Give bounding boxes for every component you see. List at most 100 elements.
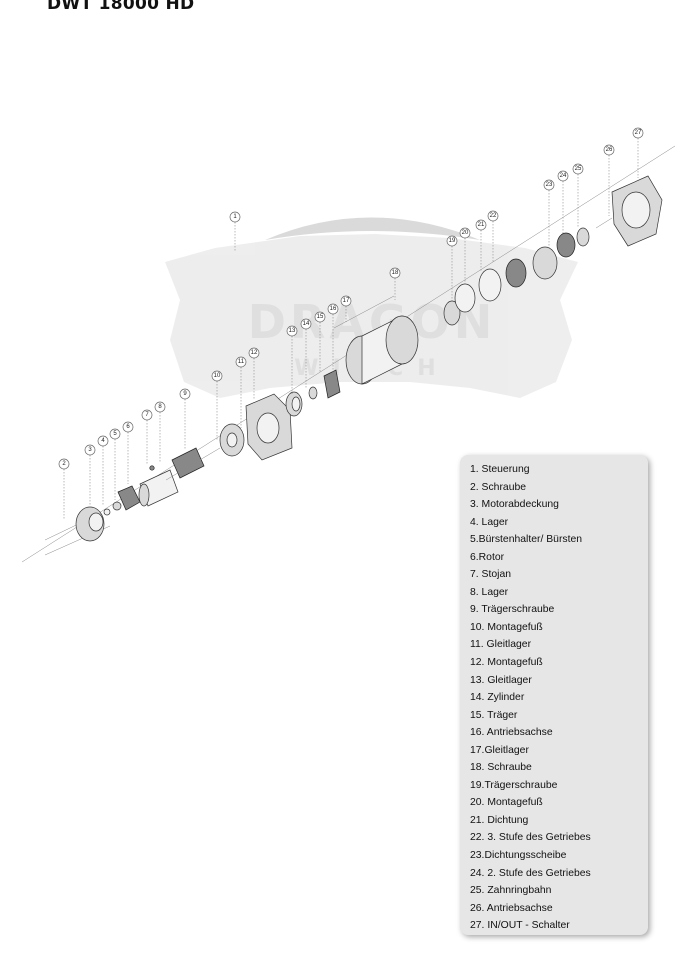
watermark-wing-shape [265,217,480,240]
callout-23: 23 [543,179,555,191]
part-mounting-plate-12 [245,393,293,461]
legend-item-15: 15. Träger [470,709,518,721]
legend-item-12: 12. Montagefuß [470,657,543,669]
part-motor-cover [75,506,105,542]
callout-24: 24 [557,170,569,182]
legend-item-2: 2. Schraube [470,481,527,493]
legend-item-19: 19.Trägerschraube [470,779,558,791]
legend-item-13: 13. Gleitlager [470,674,532,686]
svg-text:23: 23 [546,182,553,188]
callout-11: 11 [235,356,247,368]
callout-26: 26 [603,144,615,156]
legend-item-7: 7. Stojan [470,569,512,581]
svg-text:12: 12 [251,350,258,356]
svg-text:2: 2 [62,461,66,467]
legend-item-5: 5.Bürstenhalter/ Bürsten [470,534,583,546]
part-bearing-8 [149,465,155,471]
part-screw-18 [333,295,395,329]
legend-item-26: 26. Antriebsachse [470,902,553,914]
svg-text:7: 7 [145,412,149,418]
svg-text:21: 21 [478,222,485,228]
svg-text:19: 19 [449,238,456,244]
callout-27: 27 [632,127,644,139]
part-stator [138,469,179,507]
parts-list: 1. Steuerung 2. Schraube 3. Motorabdecku… [460,455,648,935]
page-title: DWT 18000 HD [47,0,195,14]
svg-text:13: 13 [289,328,296,334]
part-mounting-foot-10 [219,423,245,457]
svg-text:18: 18 [392,270,399,276]
legend-item-6: 6.Rotor [470,551,505,563]
watermark-shield-shape [165,234,578,398]
callout-25: 25 [572,163,584,175]
callout-3: 3 [84,444,96,456]
callout-14: 14 [300,318,312,330]
part-mounting-foot-20 [454,283,476,313]
callout-21: 21 [475,219,487,231]
svg-text:27: 27 [635,130,642,136]
legend-item-9: 9. Trägerschraube [470,604,555,616]
svg-text:3: 3 [88,447,92,453]
legend-item-10: 10. Montagefuß [470,621,543,633]
parts-legend: 1. Steuerung 2. Schraube 3. Motorabdecku… [460,455,648,935]
legend-item-24: 24. 2. Stufe des Getriebes [470,867,591,879]
svg-text:6: 6 [126,424,130,430]
svg-text:16: 16 [330,306,337,312]
svg-text:9: 9 [183,391,187,397]
callout-8: 8 [154,401,166,413]
legend-item-11: 11. Gleitlager [470,639,532,651]
callout-2: 2 [58,458,70,470]
callout-20: 20 [459,227,471,239]
callout-12: 12 [248,347,260,359]
legend-item-14: 14. Zylinder [470,692,525,704]
part-rotor [165,447,221,481]
svg-text:5: 5 [113,431,117,437]
part-cylinder-14 [308,386,318,400]
callout-13: 13 [286,325,298,337]
legend-item-8: 8. Lager [470,586,509,598]
callout-10: 10 [211,370,223,382]
part-gear-stage-3 [505,258,527,288]
callout-6: 6 [122,421,134,433]
legend-item-16: 16. Antriebsachse [470,727,553,739]
legend-item-17: 17.Gleitlager [470,744,529,756]
callout-7: 7 [141,409,153,421]
legend-item-1: 1. Steuerung [470,464,530,475]
svg-text:14: 14 [303,321,310,327]
part-seal-21 [478,268,502,302]
callout-9: 9 [179,388,191,400]
legend-item-27: 27. IN/OUT - Schalter [470,920,570,932]
callout-16: 16 [327,303,339,315]
leader-lines [63,138,639,520]
callout-18: 18 [389,267,401,279]
svg-text:20: 20 [462,230,469,236]
svg-text:17: 17 [343,298,350,304]
svg-text:26: 26 [606,147,613,153]
part-gear-housing [611,175,663,247]
callout-15: 15 [314,311,326,323]
legend-item-23: 23.Dichtungsscheibe [470,850,567,862]
legend-item-4: 4. Lager [470,516,509,528]
callout-5: 5 [109,428,121,440]
part-drum [345,315,419,385]
legend-item-21: 21. Dichtung [470,814,529,826]
part-slide-bearing-13 [285,391,303,417]
legend-item-20: 20. Montagefuß [470,797,543,809]
part-carrier-15 [323,369,341,399]
callout-1: 1 [229,211,241,223]
part-bearing-4 [103,508,111,516]
part-seal-washer-23 [532,246,558,280]
callout-19: 19 [446,235,458,247]
part-ring-gear [576,227,590,247]
legend-item-25: 25. Zahnringbahn [470,885,552,897]
svg-text:1: 1 [233,214,237,220]
svg-text:10: 10 [214,373,221,379]
part-brush-holder [112,485,141,511]
callout-17: 17 [340,295,352,307]
svg-text:4: 4 [101,438,105,444]
svg-text:8: 8 [158,404,162,410]
part-gear-stage-2 [556,232,576,258]
legend-item-3: 3. Motorabdeckung [470,499,559,511]
svg-text:11: 11 [238,359,245,365]
